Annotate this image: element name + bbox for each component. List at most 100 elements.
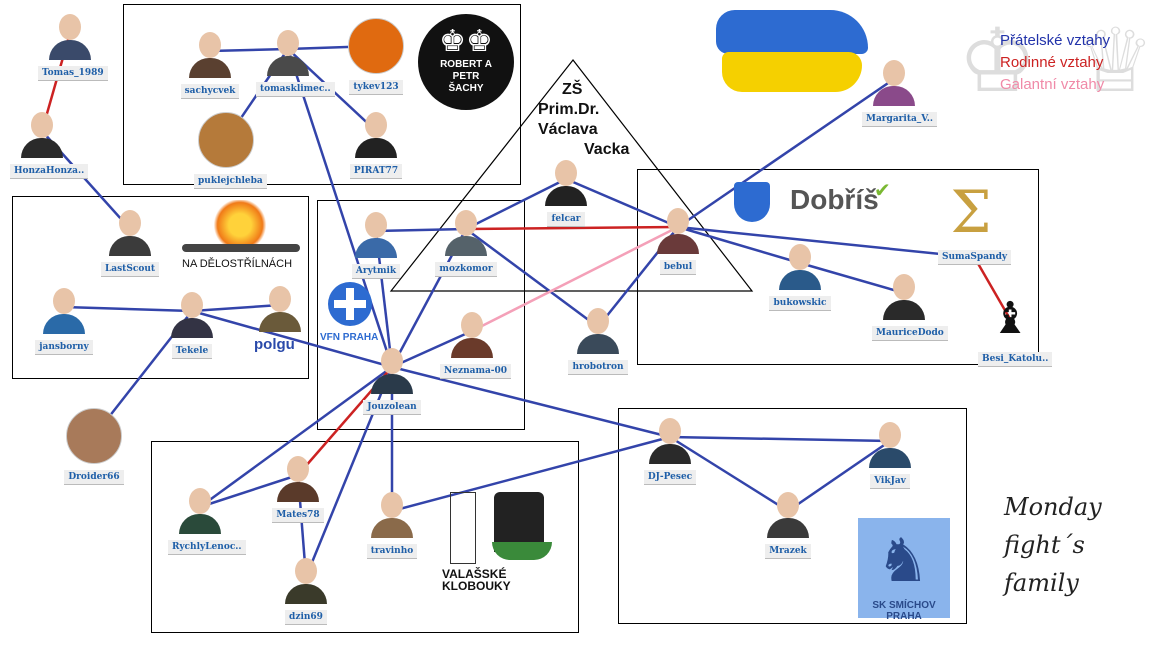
avatar — [365, 484, 419, 538]
person-node-dzin69[interactable]: dzin69 — [274, 550, 338, 625]
username-label[interactable]: hrobotron — [568, 360, 628, 375]
chess-king-icon: ♔ — [958, 9, 1037, 112]
person-node-Besi_Katolu[interactable]: ♝ Besi_Katolu.. — [978, 292, 1053, 367]
username-label[interactable]: mozkomor — [435, 262, 497, 277]
username-label[interactable]: Mates78 — [272, 508, 324, 523]
avatar — [37, 280, 91, 334]
username-label[interactable]: Tomas_1989 — [38, 66, 108, 81]
person-node-travinho[interactable]: travinho — [360, 484, 424, 559]
sk-smichov-praha-logo: ♞ SK SMÍCHOV PRAHA — [858, 518, 950, 622]
person-node-polgu[interactable] — [248, 278, 312, 332]
person-node-Mrazek[interactable]: Mrazek — [756, 484, 820, 559]
avatar — [349, 204, 403, 258]
username-label[interactable]: Neznama-00 — [440, 364, 512, 379]
cannon-icon — [182, 244, 300, 252]
knight-icon: ♞ — [876, 526, 930, 596]
delostrilnach-logo: NA DĚLOSTŘÍLNÁCH — [182, 200, 300, 278]
person-node-Arytmik[interactable]: Arytmik — [344, 204, 408, 279]
avatar — [165, 284, 219, 338]
username-label[interactable]: Margarita_V.. — [862, 112, 937, 127]
username-label[interactable]: felcar — [547, 212, 585, 227]
person-node-RychlyLenoc[interactable]: RychlyLenoc.. — [168, 480, 246, 555]
school-title-line-2: Prim.Dr. — [538, 101, 600, 118]
avatar — [539, 152, 593, 206]
person-node-Droider66[interactable]: Droider66 — [62, 408, 126, 485]
username-label[interactable]: Besi_Katolu.. — [978, 352, 1053, 367]
username-label[interactable]: bebul — [659, 260, 697, 275]
person-node-Neznama-00[interactable]: Neznama-00 — [440, 304, 512, 379]
avatar — [867, 52, 921, 106]
person-node-felcar[interactable]: felcar — [534, 152, 598, 227]
avatar — [15, 104, 69, 158]
person-node-HonzaHonza[interactable]: HonzaHonza.. — [10, 104, 89, 179]
username-label[interactable]: Mrazek — [765, 544, 811, 559]
username-label[interactable]: Tekele — [171, 344, 213, 359]
group-box-top — [123, 4, 521, 185]
person-node-VikJav[interactable]: VikJav — [858, 414, 922, 489]
group-box-left — [12, 196, 309, 379]
username-label[interactable]: Arytmik — [351, 264, 401, 279]
bishop-piece-icon: ♝ — [990, 293, 1030, 344]
username-label[interactable]: Jouzolean — [363, 400, 421, 415]
valasske-klobouky-logo: VALAŠSKÉ KLOBOUKY — [438, 484, 558, 596]
person-node-SumaSpandy[interactable]: SumaSpandy — [938, 244, 1012, 265]
person-node-sachycvek[interactable]: sachycvek — [178, 24, 242, 99]
person-node-Mates78[interactable]: Mates78 — [266, 448, 330, 523]
person-node-LastScout[interactable]: LastScout — [98, 202, 162, 277]
edge-family-SumaSpandy-Besi_Katolu — [973, 256, 1012, 320]
edge-friend-bebul-Margarita_V — [677, 77, 895, 229]
avatar — [271, 448, 325, 502]
school-title: ZŠ Prim.Dr. Václava Vacka — [538, 80, 629, 160]
person-node-tykev123[interactable]: tykev123 — [344, 18, 408, 95]
chess-kings-icon: ♚♚ — [439, 24, 493, 59]
avatar — [43, 6, 97, 60]
person-node-PIRAT77[interactable]: PIRAT77 — [344, 104, 408, 179]
person-node-Tomas_1989[interactable]: Tomas_1989 — [38, 6, 108, 81]
username-label[interactable]: Droider66 — [64, 470, 124, 485]
group-box-bottom-left — [151, 441, 579, 633]
username-label[interactable]: sachycvek — [180, 84, 240, 99]
person-node-MauriceDodo[interactable]: MauriceDodo — [872, 266, 948, 341]
username-label[interactable]: LastScout — [100, 262, 160, 277]
username-label[interactable]: PIRAT77 — [349, 164, 403, 179]
person-node-bebul[interactable]: bebul — [646, 200, 710, 275]
username-label[interactable]: dzin69 — [285, 610, 327, 625]
person-node-hrobotron[interactable]: hrobotron — [566, 300, 630, 375]
group-box-right — [637, 169, 1039, 365]
person-node-DJ-Pesec[interactable]: DJ-Pesec — [638, 410, 702, 485]
username-label[interactable]: SumaSpandy — [938, 250, 1012, 265]
avatar — [183, 24, 237, 78]
edge-friend-Tekele-Jouzolean — [191, 309, 393, 369]
username-label[interactable]: VikJav — [870, 474, 910, 489]
edge-friend-Mates78-RychlyLenoc — [199, 473, 299, 509]
username-label[interactable]: jansborny — [35, 340, 93, 355]
username-label[interactable]: MauriceDodo — [872, 326, 948, 341]
bread-icon — [198, 112, 254, 168]
username-label[interactable]: travinho — [366, 544, 418, 559]
username-label[interactable]: puklejchleba — [194, 174, 267, 189]
person-node-Tekele[interactable]: Tekele — [160, 284, 224, 359]
edge-friend-Arytmik-mozkomor — [375, 227, 467, 233]
school-title-line-4: Vacka — [584, 141, 630, 158]
person-node-bukowskic[interactable]: bukowskic — [768, 236, 832, 311]
username-label[interactable]: tykev123 — [349, 80, 403, 95]
person-node-jansborny[interactable]: jansborny — [32, 280, 96, 355]
edge-family-mozkomor-bebul — [465, 225, 679, 231]
church-icon — [450, 492, 476, 564]
username-label[interactable]: tomasklimec.. — [256, 82, 335, 97]
dobris-logo: Dobříš ✔ — [734, 178, 898, 226]
person-node-Jouzolean[interactable]: Jouzolean — [360, 340, 424, 415]
person-node-tomasklimec[interactable]: tomasklimec.. — [256, 22, 335, 97]
avatar — [571, 300, 625, 354]
person-node-puklejchleba[interactable]: puklejchleba — [194, 112, 267, 189]
username-label[interactable]: bukowskic — [769, 296, 831, 311]
avatar — [349, 104, 403, 158]
edge-friend-Mrazek-VikJav — [787, 439, 891, 513]
username-label[interactable]: RychlyLenoc.. — [168, 540, 246, 555]
avatar — [253, 278, 307, 332]
username-label[interactable]: DJ-Pesec — [643, 470, 697, 485]
username-label[interactable]: HonzaHonza.. — [10, 164, 89, 179]
person-node-mozkomor[interactable]: mozkomor — [434, 202, 498, 277]
person-node-Margarita_V[interactable]: Margarita_V.. — [862, 52, 937, 127]
